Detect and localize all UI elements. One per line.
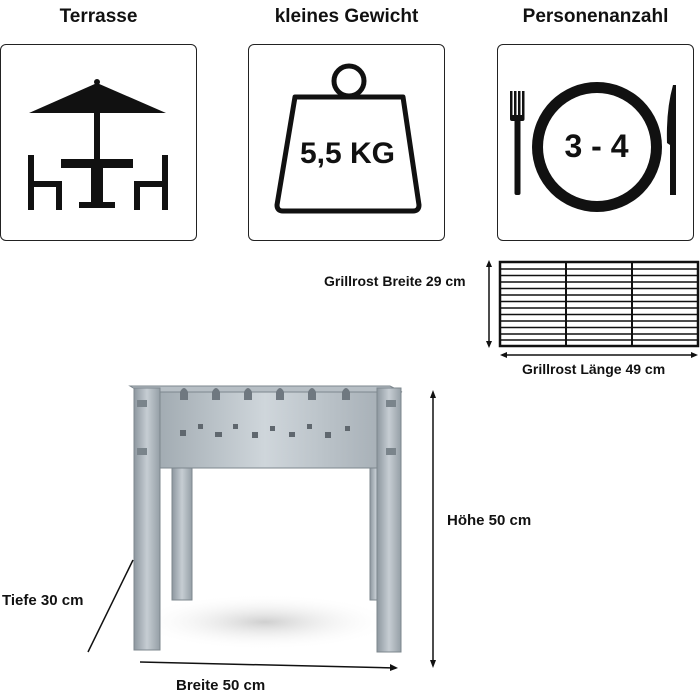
feature-title-weight: kleines Gewicht <box>274 6 419 27</box>
grill-depth-label: Tiefe 30 cm <box>2 592 84 609</box>
feature-card-persons: 3 - 4 <box>497 44 694 241</box>
feature-title-terrasse: Terrasse <box>59 6 138 27</box>
knife-icon <box>666 85 676 195</box>
grate-length-label: Grillrost Länge 49 cm <box>522 361 666 377</box>
weight-icon <box>274 63 422 214</box>
grate-width-label: Grillrost Breite 29 cm <box>324 273 466 289</box>
grill-illustration <box>87 385 436 671</box>
feature-title-persons: Personenanzahl <box>522 6 669 27</box>
grill-height-label: Höhe 50 cm <box>447 512 532 529</box>
patio-table-umbrella-icon <box>28 79 168 210</box>
feature-card-weight: 5,5 KG <box>248 44 445 241</box>
fork-icon <box>510 91 525 195</box>
grill-grate-icon <box>486 260 700 358</box>
feature-card-terrasse <box>0 44 197 241</box>
grill-width-label: Breite 50 cm <box>176 677 266 694</box>
persons-value: 3 - 4 <box>564 128 629 164</box>
weight-value: 5,5 KG <box>299 137 396 170</box>
plate-cutlery-icon <box>510 82 676 212</box>
